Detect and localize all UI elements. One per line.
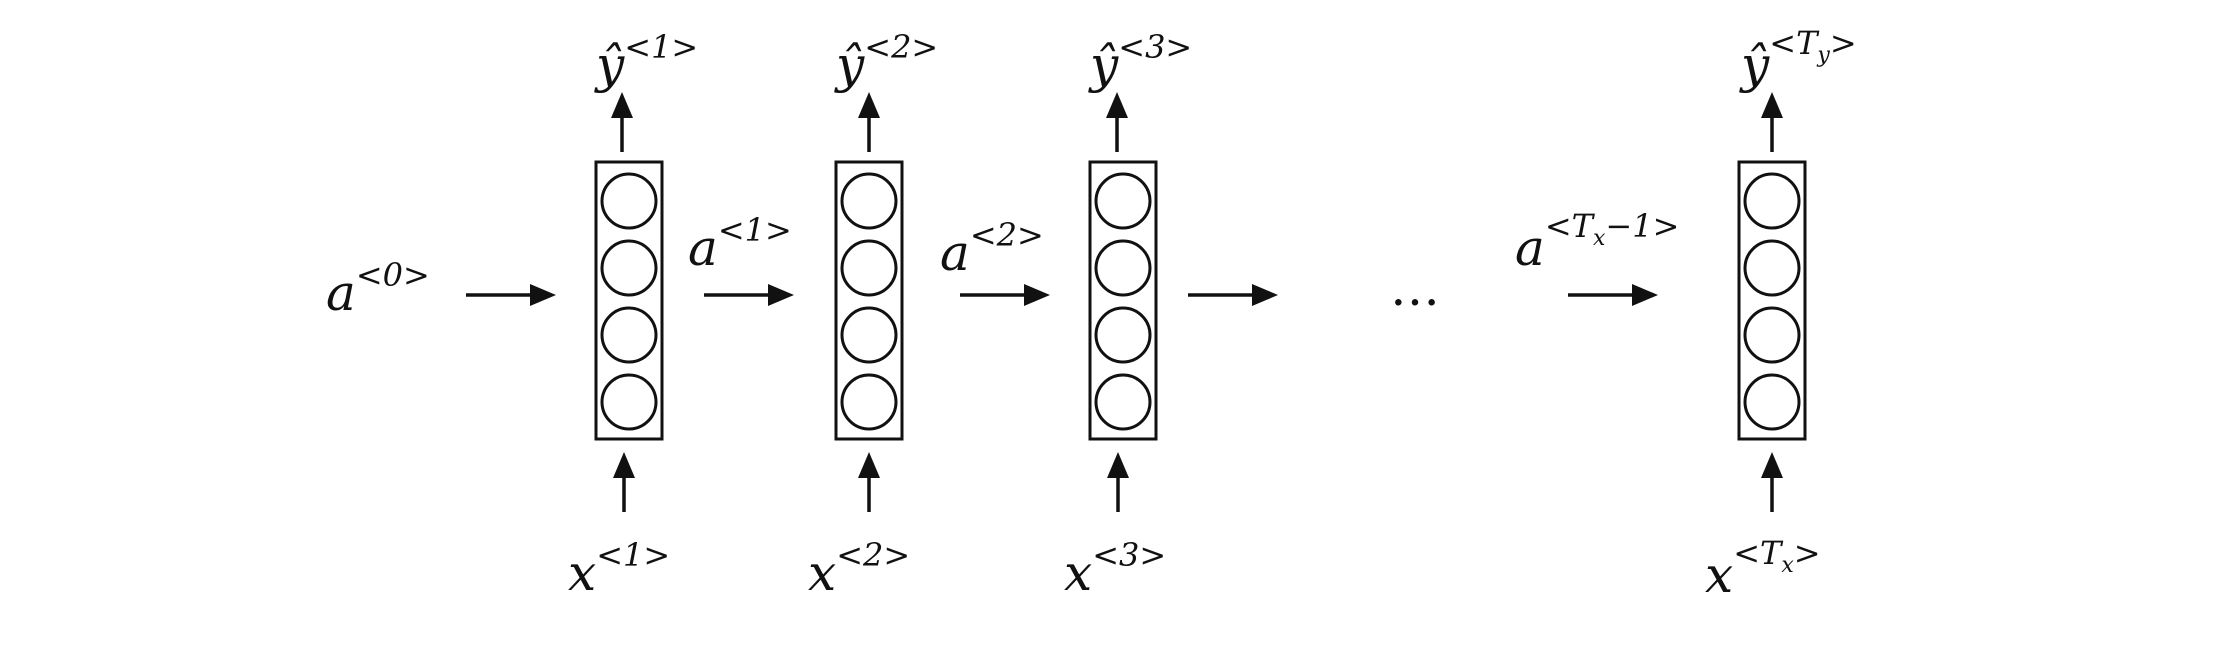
label-y2: ŷ<2> bbox=[834, 28, 938, 94]
arrow-cell-2-to-cell-3 bbox=[960, 284, 1050, 306]
arrow-x1-up bbox=[613, 452, 635, 512]
arrow-cell-3-out bbox=[1188, 284, 1278, 306]
rnn-cell-3 bbox=[1088, 160, 1158, 441]
label-yty: ŷ<Ty> bbox=[1739, 24, 1857, 94]
label-xtx: x<Tx> bbox=[1705, 534, 1821, 604]
arrow-cell-1-to-cell-2 bbox=[704, 284, 794, 306]
arrow-into-cell-tx bbox=[1568, 284, 1658, 306]
rnn-cell-2 bbox=[834, 160, 904, 441]
label-a1: a<1> bbox=[688, 211, 792, 277]
label-y1: ŷ<1> bbox=[594, 28, 698, 94]
rnn-cell-1 bbox=[594, 160, 664, 441]
arrow-x3-up bbox=[1107, 452, 1129, 512]
arrow-y3-up bbox=[1106, 92, 1128, 152]
label-y3: ŷ<3> bbox=[1088, 28, 1192, 94]
arrow-y1-up bbox=[611, 92, 633, 152]
ellipsis: … bbox=[1390, 259, 1440, 317]
label-x2: x<2> bbox=[808, 536, 910, 602]
label-a0: a<0> bbox=[326, 256, 430, 322]
label-x3: x<3> bbox=[1064, 536, 1166, 602]
arrow-yty-up bbox=[1761, 92, 1783, 152]
label-x1: x<1> bbox=[568, 536, 670, 602]
arrow-a0-to-cell-1 bbox=[466, 284, 556, 306]
label-atx: a<Tx−1> bbox=[1515, 207, 1679, 277]
label-a2: a<2> bbox=[940, 216, 1044, 282]
arrow-y2-up bbox=[858, 92, 880, 152]
arrow-x2-up bbox=[858, 452, 880, 512]
rnn-cell-tx bbox=[1737, 160, 1807, 441]
arrow-xtx-up bbox=[1761, 452, 1783, 512]
